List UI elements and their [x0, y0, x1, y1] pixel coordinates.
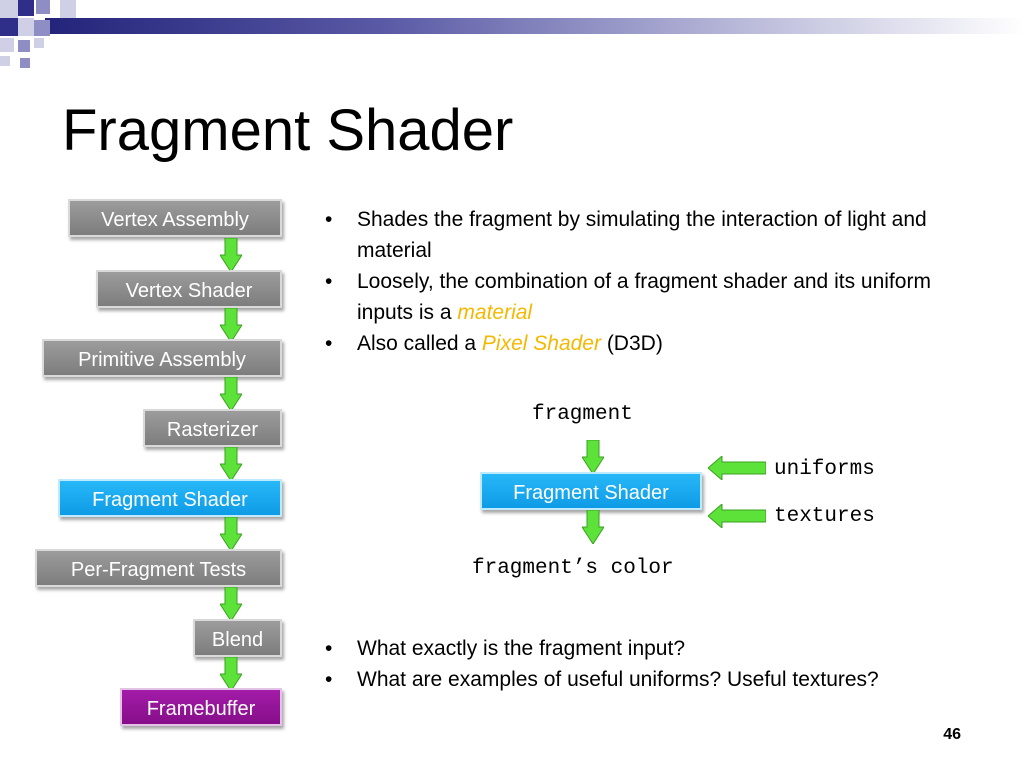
header-square: [34, 38, 44, 48]
highlight-term: material: [457, 301, 533, 324]
pipeline-stage-vertex-assembly: Vertex Assembly: [68, 199, 282, 237]
pipeline-stage-vertex-shader: Vertex Shader: [96, 270, 282, 308]
header-square: [0, 38, 14, 52]
diagram-textures-label: textures: [774, 505, 875, 528]
pipeline-stage-framebuffer: Framebuffer: [120, 688, 282, 726]
bullet-list-top: Shades the fragment by simulating the in…: [320, 204, 977, 359]
bullet-item: Shades the fragment by simulating the in…: [320, 204, 977, 266]
down-arrow-icon: [220, 587, 242, 621]
down-arrow-icon: [220, 447, 242, 481]
header-square: [18, 0, 34, 16]
bullet-list-bottom: What exactly is the fragment input? What…: [320, 633, 920, 695]
bullet-item: Loosely, the combination of a fragment s…: [320, 266, 977, 328]
bullet-item: What are examples of useful uniforms? Us…: [320, 664, 917, 695]
down-arrow-icon: [220, 657, 242, 691]
down-arrow-icon: [220, 517, 242, 551]
down-arrow-icon: [220, 377, 242, 411]
slide-title: Fragment Shader: [62, 98, 514, 163]
left-arrow-icon: [708, 504, 766, 528]
pipeline-stage-primitive-assembly: Primitive Assembly: [42, 339, 282, 377]
header-square: [34, 20, 50, 36]
pipeline-stage-per-fragment-tests: Per-Fragment Tests: [35, 549, 282, 587]
page-number: 46: [943, 726, 961, 743]
down-arrow-icon: [220, 308, 242, 342]
header-square: [18, 18, 34, 36]
header-square: [0, 56, 10, 66]
highlight-term: Pixel Shader: [481, 332, 601, 355]
bullet-item: Also called a Pixel Shader (D3D): [320, 328, 977, 359]
bullet-item: What exactly is the fragment input?: [320, 633, 917, 664]
header-square: [60, 0, 76, 18]
header-square: [36, 0, 50, 14]
pipeline-stage-blend: Blend: [193, 619, 282, 657]
header-square: [0, 18, 18, 36]
down-arrow-icon: [220, 238, 242, 272]
left-arrow-icon: [708, 456, 766, 480]
diagram-fragment-shader-box: Fragment Shader: [480, 472, 702, 510]
header-gradient-band: [45, 18, 1024, 34]
pipeline-stage-fragment-shader: Fragment Shader: [58, 479, 282, 517]
down-arrow-icon: [582, 440, 604, 474]
header-square: [18, 40, 30, 52]
diagram-output-label: fragment’s color: [472, 557, 674, 580]
header-square: [20, 58, 30, 68]
diagram-input-label: fragment: [532, 403, 633, 426]
pipeline-stage-rasterizer: Rasterizer: [143, 409, 282, 447]
header-square: [0, 0, 18, 18]
down-arrow-icon: [582, 510, 604, 544]
diagram-uniforms-label: uniforms: [774, 458, 875, 481]
